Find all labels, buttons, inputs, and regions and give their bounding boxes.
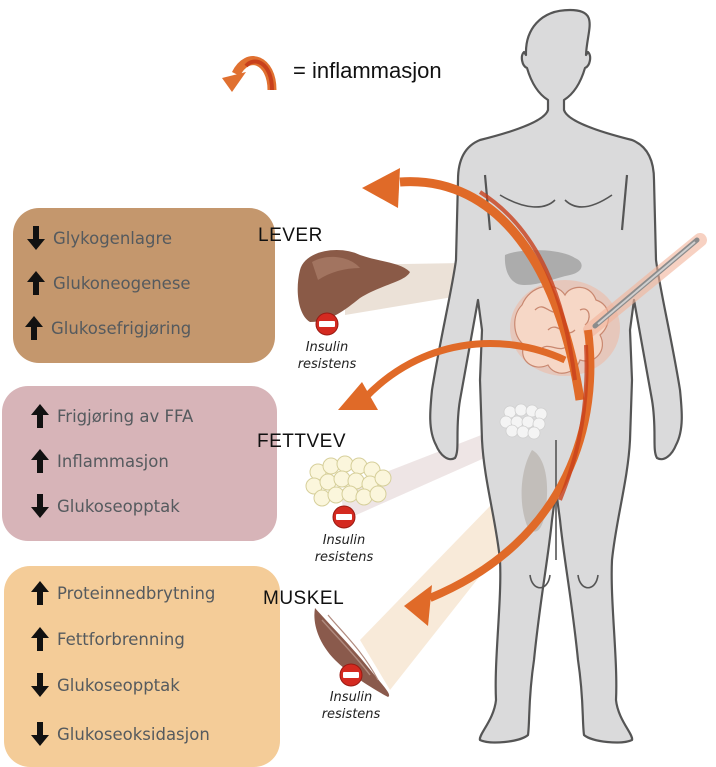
- fat-effects-box: [2, 386, 277, 541]
- insulin-label-line1: Insulin: [305, 340, 349, 355]
- arrow-up-icon: [31, 627, 49, 651]
- organ-label-lever: LEVER: [258, 225, 323, 246]
- muscle-effect-text: Proteinnedbrytning: [57, 583, 216, 603]
- liver-icon: [297, 250, 410, 322]
- insulin-label-line1: Insulin: [329, 690, 373, 705]
- arrow-up-icon: [31, 581, 49, 605]
- arrow-down-icon: [31, 673, 49, 697]
- legend-curved-arrow-icon: [222, 56, 277, 92]
- insulin-resistance-label-muskel: Insulin resistens: [306, 689, 396, 723]
- liver-effects-box: [13, 208, 275, 363]
- arrow-down-icon: [31, 722, 49, 746]
- legend-label: = inflammasjon: [293, 58, 442, 83]
- muscle-effect-text: Fettforbrenning: [57, 629, 185, 649]
- organ-label-fettvev: FETTVEV: [257, 431, 347, 452]
- inflammation-arrows: [338, 168, 595, 626]
- liver-effect-text: Glykogenlagre: [53, 228, 173, 248]
- muscle-effect-item: Glukoseoksidasjon: [31, 721, 210, 747]
- muscle-effect-item: Proteinnedbrytning: [31, 580, 215, 606]
- arrow-head-fat-icon: [338, 382, 378, 410]
- muscle-icon: [314, 608, 390, 697]
- liver-effect-item: Glykogenlagre: [27, 225, 172, 251]
- muscle-effect-text: Glukoseoksidasjon: [57, 724, 210, 744]
- surgical-instrument-icon: [583, 233, 707, 337]
- insulin-label-line2: resistens: [314, 550, 374, 565]
- muscle-effect-item: Fettforbrenning: [31, 626, 185, 652]
- arrow-down-icon: [31, 494, 49, 518]
- arrow-to-muscle-icon: [428, 329, 595, 602]
- liver-effect-text: Glukosefrigjøring: [51, 318, 192, 338]
- no-entry-icon-muscle: [339, 663, 363, 687]
- muscle-effects-box: [4, 566, 280, 767]
- organ-label-muskel: MUSKEL: [263, 588, 345, 609]
- fat-effect-text: Glukoseopptak: [57, 496, 180, 516]
- arrow-up-icon: [31, 449, 49, 473]
- arrow-head-muscle-icon: [404, 585, 432, 626]
- insulin-label-line1: Insulin: [322, 533, 366, 548]
- fat-effect-item: Glukoseopptak: [31, 493, 180, 519]
- arrow-up-icon: [27, 271, 45, 295]
- no-entry-icon-fat: [332, 505, 356, 529]
- no-entry-icon-liver: [315, 312, 339, 336]
- arrow-down-icon: [27, 226, 45, 250]
- insulin-resistance-label-lever: Insulin resistens: [282, 339, 372, 373]
- liver-effect-text: Glukoneogenese: [53, 273, 191, 293]
- fat-effect-text: Frigjøring av FFA: [57, 406, 194, 426]
- arrow-up-icon: [31, 404, 49, 428]
- fat-tissue-icon: [305, 455, 392, 507]
- fat-ghost-icon: [499, 403, 548, 440]
- muscle-effect-text: Glukoseopptak: [57, 675, 180, 695]
- arrow-head-liver-icon: [362, 168, 400, 208]
- arrow-to-fat-icon: [362, 340, 567, 401]
- liver-effect-item: Glukoneogenese: [27, 270, 191, 296]
- fat-effect-text: Inflammasjon: [57, 451, 169, 471]
- fat-effect-item: Inflammasjon: [31, 448, 169, 474]
- fat-effect-item: Frigjøring av FFA: [31, 403, 193, 429]
- human-silhouette: [429, 8, 683, 744]
- liver-effect-item: Glukosefrigjøring: [25, 315, 191, 341]
- arrow-up-icon: [25, 316, 43, 340]
- muscle-effect-item: Glukoseopptak: [31, 672, 180, 698]
- insulin-label-line2: resistens: [297, 357, 357, 372]
- insulin-label-line2: resistens: [321, 707, 381, 722]
- insulin-resistance-label-fettvev: Insulin resistens: [299, 532, 389, 566]
